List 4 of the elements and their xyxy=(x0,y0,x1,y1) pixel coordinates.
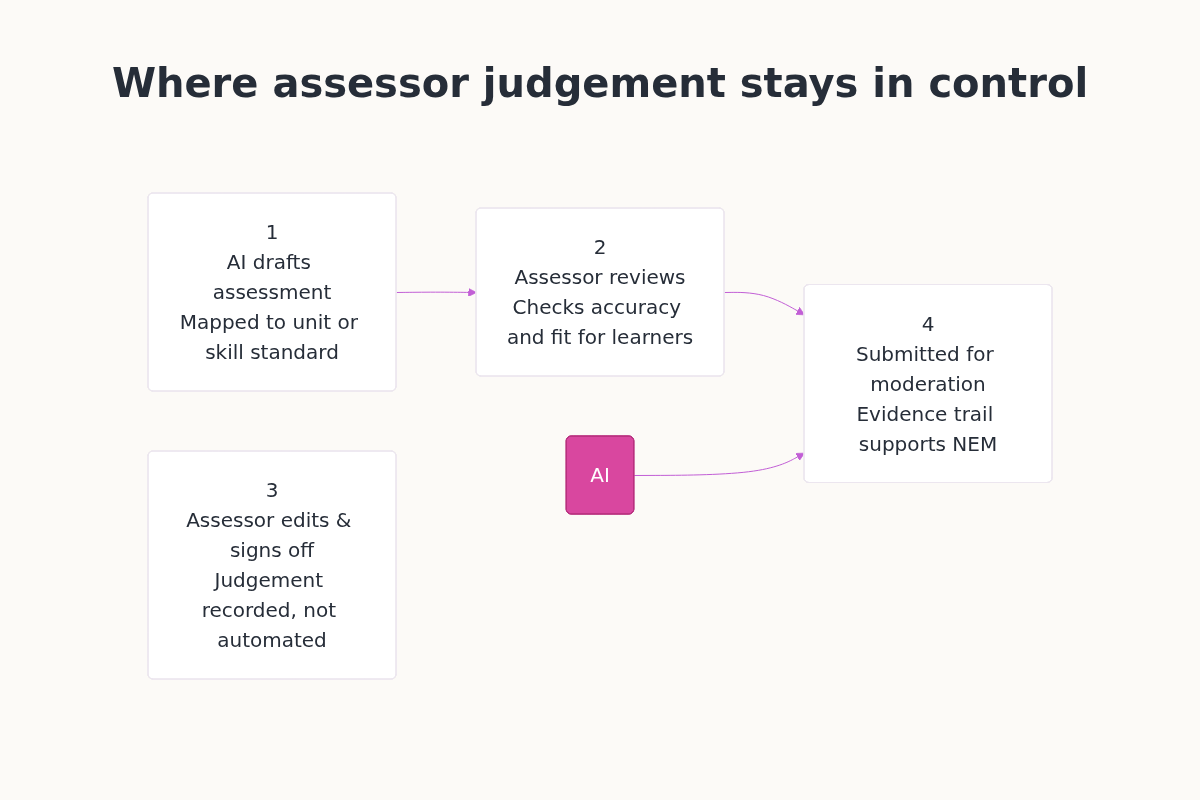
arrow xyxy=(633,452,805,476)
arrow xyxy=(724,291,805,316)
arrow xyxy=(396,288,477,297)
title: Where assessor judgement stays in control xyxy=(110,59,1090,108)
